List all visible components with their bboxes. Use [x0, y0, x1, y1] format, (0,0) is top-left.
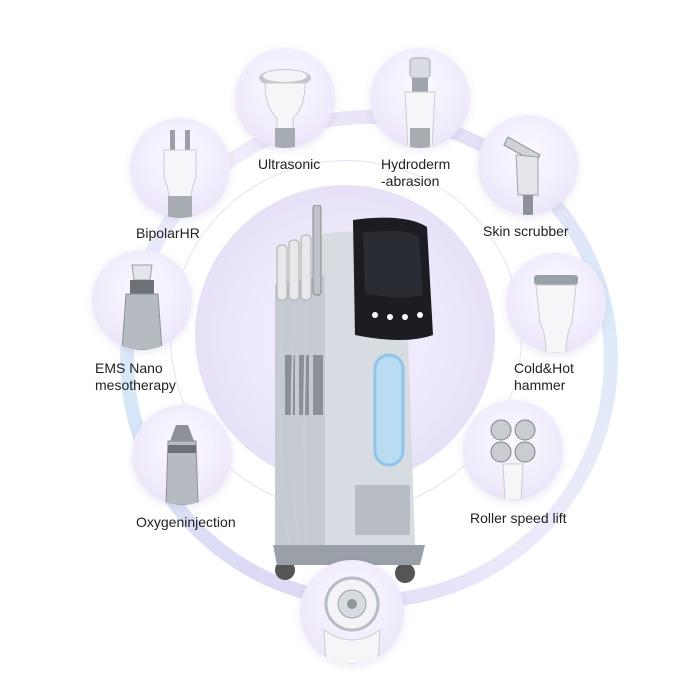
ems-nano-icon	[121, 264, 163, 350]
roller-bubble	[463, 400, 563, 500]
oxygen-bubble	[132, 405, 232, 505]
beauty-machine-image	[255, 204, 455, 585]
suction-handle-icon	[323, 576, 381, 664]
suction-bubble	[300, 560, 404, 664]
oxygen-injection-icon	[165, 425, 199, 505]
skin-scrubber-label: Skin scrubber	[483, 223, 569, 239]
roller-label: Roller speed lift	[470, 510, 567, 526]
ultrasonic-bubble	[235, 48, 335, 148]
bipolar-label: BipolarHR	[136, 225, 200, 241]
bipolar-bubble	[130, 118, 230, 218]
ems-label: EMS Nano mesotherapy	[95, 360, 176, 393]
roller-lift-icon	[490, 419, 536, 500]
ems-bubble	[92, 250, 192, 350]
hydroderm-tip-icon	[404, 57, 436, 148]
hydroderm-label: Hydroderm -abrasion	[381, 156, 451, 189]
ultrasonic-label: Ultrasonic	[258, 156, 321, 172]
oxygen-label: Oxygeninjection	[136, 514, 236, 530]
hydroderm-bubble	[370, 48, 470, 148]
cold-hot-hammer-icon	[534, 275, 578, 353]
bipolar-rf-icon	[163, 130, 197, 218]
cold-hot-label: Cold&Hot hammer	[514, 360, 574, 393]
skin-scrubber-bubble	[478, 115, 578, 215]
cold-hot-bubble	[506, 253, 606, 353]
skin-scrubber-icon	[503, 136, 541, 215]
ultrasonic-handle-icon	[259, 69, 311, 148]
